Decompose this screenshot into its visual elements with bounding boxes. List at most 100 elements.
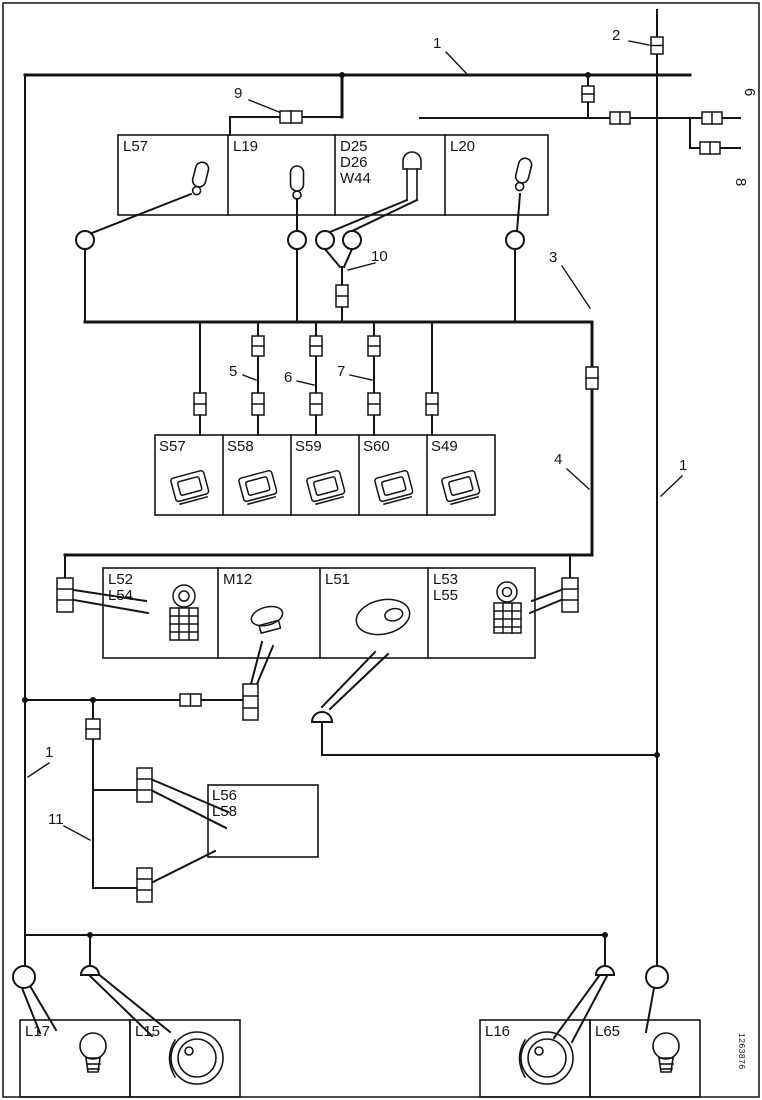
grommet-ring [315,230,335,250]
label-l53: L53 [433,571,459,588]
figure-code: 1263876 [737,1033,747,1070]
callout-7: 7 [337,363,346,380]
callout-9: 9 [234,85,243,102]
bulb-icon [514,157,533,192]
label-d26: D26 [340,154,368,171]
label-l57: L57 [123,138,149,155]
label-l19: L19 [233,138,259,155]
callout-8-edge: 8 [732,178,749,187]
headlamp-icon [168,1031,224,1085]
label-l52-group: L52 L54 [108,572,133,604]
label-m12: M12 [223,571,253,588]
label-s58: S58 [227,438,254,455]
callout-1-top: 1 [433,35,442,52]
connector [136,767,153,803]
callout-1-left: 1 [45,744,54,761]
label-l16: L16 [485,1023,511,1040]
grommet-ring [287,230,307,250]
bulb-symbols [191,151,533,201]
rocker-switch-icon [170,469,210,506]
connector [335,284,349,308]
connector [85,718,101,740]
grommet-ring [645,965,669,989]
horn-icon [355,598,411,636]
connector [699,141,721,155]
connector [425,392,439,416]
connector [561,577,579,613]
label-l51: L51 [325,571,351,588]
connector [309,335,323,357]
bulb-socket-icon [79,1032,107,1073]
label-l56: L56 [212,787,238,804]
label-s60: S60 [363,438,390,455]
connector [309,392,323,416]
callout-1-right: 1 [679,457,688,474]
label-l55: L55 [433,587,459,604]
label-d25: D25 [340,138,368,155]
row1-drop-wires [84,192,522,323]
bulb-icon [289,165,305,200]
label-s59: S59 [295,438,322,455]
switch-box-outline [154,434,496,516]
outer-feed-wires [24,74,606,967]
main-harness-wires [23,73,692,557]
marker-box-outline [207,784,319,858]
device-symbols [169,581,522,641]
dome-boots [79,711,616,976]
label-w44: W44 [340,170,371,187]
inline-connectors [85,36,723,740]
component-boxes [19,134,701,1098]
label-l65: L65 [595,1023,621,1040]
connector [609,111,631,125]
grommet-ring [12,965,36,989]
label-l15: L15 [135,1023,161,1040]
label-s49: S49 [431,438,458,455]
lamp-box-l15 [129,1019,241,1098]
connector [279,110,303,124]
led-icon [402,151,422,201]
connector [701,111,723,125]
callout-3: 3 [549,249,558,266]
label-l56-group: L56 L58 [212,788,237,820]
bottom-lamp-wires [20,971,656,1044]
dome-boot [594,965,616,976]
grommet-rings [12,230,669,989]
rocker-switch-icon [238,469,278,506]
label-l20: L20 [450,138,476,155]
rocker-switch-icon [374,469,414,506]
flasher-relay-icon [493,581,522,634]
lamp-box-l65 [589,1019,701,1098]
label-s57: S57 [159,438,186,455]
headlamp-icon [518,1031,574,1085]
connector [367,335,381,357]
motor-icon [250,605,284,635]
connector [251,392,265,416]
connector [367,392,381,416]
bulb-icon [191,161,210,196]
label-l54: L54 [108,587,134,604]
connector [251,335,265,357]
connector [585,366,599,390]
connector [650,36,664,55]
rocker-switch-icon [306,469,346,506]
switch-symbols [170,469,481,506]
label-l17: L17 [25,1023,51,1040]
connector [179,693,202,707]
callout-leader-lines [27,40,683,841]
connector [56,577,74,613]
callout-6-edge: 6 [741,88,758,97]
row2-wires [24,554,658,756]
grommet-ring [75,230,95,250]
bulb-box-outline [117,134,549,216]
junction-dots [22,72,660,938]
label-l53-group: L53 L55 [433,572,458,604]
grommet-ring [342,230,362,250]
callout-11: 11 [48,811,64,828]
dome-boot [310,711,334,723]
label-l58: L58 [212,803,238,820]
connector [581,85,595,103]
rocker-switch-icon [441,469,481,506]
